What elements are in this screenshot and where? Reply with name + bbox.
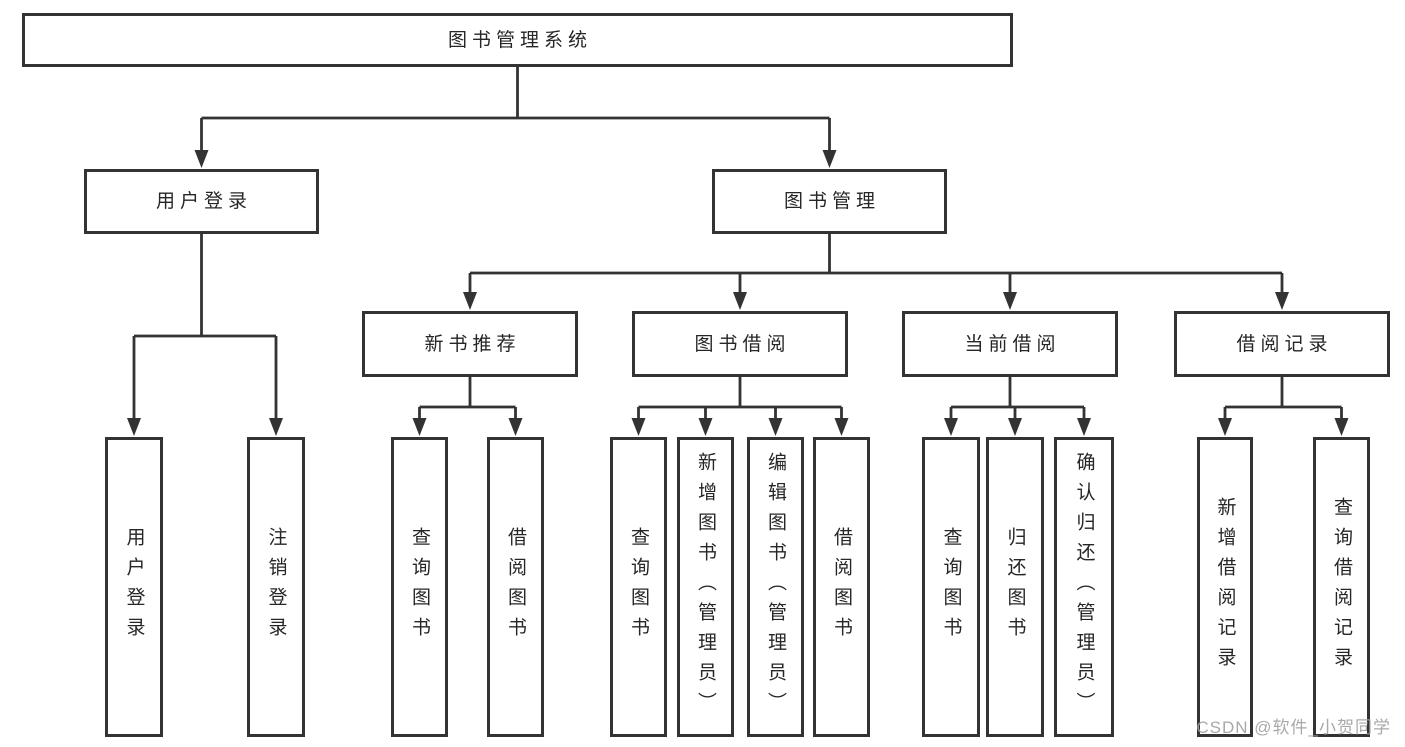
node-label-system: 图书管理系统	[447, 29, 592, 51]
node-label-book-mgmt: 图书管理	[783, 191, 880, 212]
node-label-br-query-record: 查询借阅记录	[1331, 497, 1352, 677]
node-cb-query-book: 查询图书	[922, 437, 980, 737]
node-cb-confirm-return: 确认归还（管理员）	[1054, 437, 1114, 737]
node-book-mgmt: 图书管理	[712, 169, 947, 234]
node-user-login: 用户登录	[84, 169, 319, 234]
node-label-logout: 注销登录	[265, 527, 287, 647]
watermark: CSDN @软件_小贺同学	[1196, 718, 1391, 737]
node-label-book-borrow: 图书借阅	[694, 333, 791, 355]
node-new-book-rec: 新书推荐	[362, 311, 578, 377]
node-label-user-login: 用户登录	[155, 191, 252, 212]
node-label-borrow-records: 借阅记录	[1236, 333, 1333, 355]
node-logout: 注销登录	[247, 437, 305, 737]
node-br-add-record: 新增借阅记录	[1197, 437, 1253, 737]
node-label-cb-return-book: 归还图书	[1004, 527, 1026, 647]
node-system: 图书管理系统	[22, 13, 1013, 67]
node-label-new-book-rec: 新书推荐	[424, 333, 521, 355]
node-label-bb-edit-book: 编辑图书（管理员）	[765, 452, 786, 722]
node-label-rec-borrow-book: 借阅图书	[505, 527, 526, 647]
node-label-rec-query-book: 查询图书	[409, 527, 430, 647]
node-rec-query-book: 查询图书	[391, 437, 448, 737]
node-bb-edit-book: 编辑图书（管理员）	[747, 437, 804, 737]
node-cb-return-book: 归还图书	[986, 437, 1044, 737]
node-login: 用户登录	[105, 437, 163, 737]
node-label-bb-borrow-book: 借阅图书	[831, 527, 852, 647]
node-label-login: 用户登录	[123, 527, 145, 647]
node-label-bb-query-book: 查询图书	[628, 527, 649, 647]
node-book-borrow: 图书借阅	[632, 311, 848, 377]
node-br-query-record: 查询借阅记录	[1313, 437, 1370, 737]
node-label-current-borrow: 当前借阅	[964, 333, 1061, 355]
node-bb-borrow-book: 借阅图书	[813, 437, 870, 737]
node-borrow-records: 借阅记录	[1174, 311, 1390, 377]
node-bb-add-book: 新增图书（管理员）	[677, 437, 734, 737]
node-rec-borrow-book: 借阅图书	[487, 437, 544, 737]
node-label-br-add-record: 新增借阅记录	[1214, 497, 1236, 677]
node-current-borrow: 当前借阅	[902, 311, 1118, 377]
node-label-cb-confirm-return: 确认归还（管理员）	[1073, 452, 1095, 722]
node-bb-query-book: 查询图书	[610, 437, 667, 737]
node-label-cb-query-book: 查询图书	[940, 527, 962, 647]
node-label-bb-add-book: 新增图书（管理员）	[695, 452, 716, 722]
